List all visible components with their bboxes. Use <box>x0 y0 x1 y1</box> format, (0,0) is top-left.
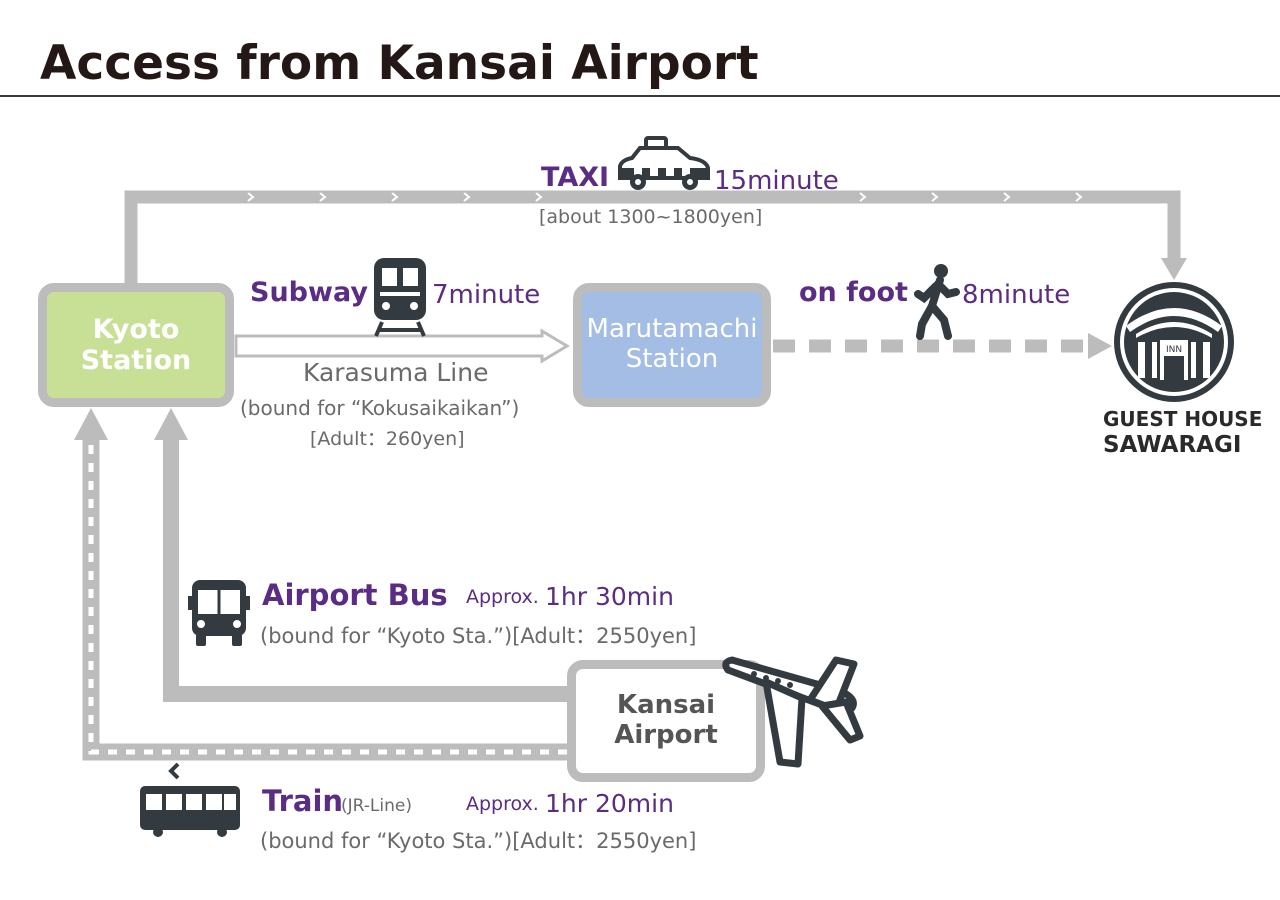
walking-person-icon <box>914 264 960 340</box>
train-time: 1hr 20min <box>545 789 674 818</box>
train-sublabel: (JR-Line) <box>341 796 412 816</box>
guesthouse-label-line2: SAWARAGI <box>1103 432 1242 458</box>
subway-bound: (bound for “Kokusaikaikan”) <box>240 396 520 420</box>
airplane-icon <box>722 656 864 768</box>
bus-detail: (bound for “Kyoto Sta.”)[Adult：2550yen] <box>260 624 697 648</box>
subway-label: Subway <box>250 277 368 308</box>
bus-icon <box>188 580 250 646</box>
bus-label: Airport Bus <box>262 578 448 612</box>
train-label: Train <box>262 784 344 818</box>
page-title: Access from Kansai Airport <box>40 36 759 91</box>
bus-time: 1hr 30min <box>545 582 674 611</box>
train-approx: Approx. <box>466 793 539 815</box>
bus-route <box>154 408 567 702</box>
train-route <box>74 408 567 761</box>
kansai-airport-node: Kansai Airport <box>567 660 765 782</box>
taxi-label: TAXI <box>541 162 610 193</box>
taxi-fare: [about 1300~1800yen] <box>539 206 763 228</box>
kyoto-station-node: Kyoto Station <box>38 283 234 407</box>
foot-time: 8minute <box>962 280 1071 310</box>
jr-train-icon <box>140 762 240 837</box>
subway-line-name: Karasuma Line <box>303 358 489 387</box>
taxi-time: 15minute <box>714 166 839 196</box>
subway-fare: [Adult：260yen] <box>310 428 465 450</box>
foot-label: on foot <box>799 277 908 308</box>
title-divider <box>0 95 1280 97</box>
taxi-icon <box>618 136 710 190</box>
subway-time: 7minute <box>432 280 541 310</box>
marutamachi-station-node: Marutamachi Station <box>573 283 771 407</box>
subway-train-icon <box>374 258 426 337</box>
subway-route <box>234 328 570 364</box>
walking-route <box>773 333 1112 359</box>
bus-approx: Approx. <box>466 586 539 608</box>
taxi-route <box>124 190 1187 283</box>
guest-house-logo-icon: INN <box>1114 282 1234 402</box>
guesthouse-label-line1: GUEST HOUSE <box>1103 407 1263 431</box>
train-detail: (bound for “Kyoto Sta.”)[Adult：2550yen] <box>260 829 697 853</box>
inn-sign-text: INN <box>1166 345 1182 355</box>
